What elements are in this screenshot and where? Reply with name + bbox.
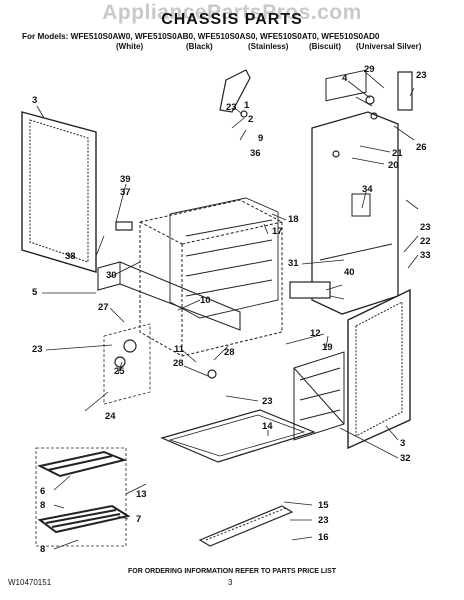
left-side-panel	[21, 111, 97, 273]
callout-8-upper: 8	[40, 500, 46, 511]
callout-36: 36	[250, 148, 261, 159]
callout-side-panel-left: 3	[32, 95, 38, 106]
sub-assembly-outlines	[35, 323, 151, 547]
callout-29: 29	[364, 64, 375, 75]
callout-16: 16	[318, 532, 329, 543]
finish-universal-silver: (Universal Silver)	[356, 42, 422, 51]
callout-side-panel-right: 3	[400, 438, 406, 449]
bake-element	[37, 504, 131, 534]
finish-biscuit: (Biscuit)	[309, 42, 341, 51]
callout-20: 20	[388, 160, 399, 171]
insulation-panel	[293, 351, 345, 441]
callout-1: 1	[244, 100, 250, 111]
callout-18: 18	[288, 214, 299, 225]
callout-26: 26	[416, 142, 427, 153]
bottom-pan	[160, 409, 316, 463]
callout-31: 31	[288, 258, 299, 269]
callout-11: 11	[174, 344, 185, 355]
oven-liner	[169, 197, 279, 319]
callout-23-left: 23	[32, 344, 43, 355]
callout-21: 21	[392, 148, 403, 159]
callout-27: 27	[98, 302, 109, 313]
callout-25: 25	[114, 366, 125, 377]
callout-23-right: 23	[420, 222, 431, 233]
callout-39: 39	[120, 174, 131, 185]
callout-12: 12	[310, 328, 321, 339]
leader-lines	[36, 70, 419, 550]
callout-32: 32	[400, 453, 411, 464]
rear-panel	[311, 69, 399, 315]
oven-cavity	[139, 199, 283, 357]
callout-17: 17	[272, 226, 283, 237]
callout-23-right-top: 23	[416, 70, 427, 81]
callout-13: 13	[136, 489, 147, 500]
ordering-info: FOR ORDERING INFORMATION REFER TO PARTS …	[127, 568, 337, 575]
small-hardware	[114, 69, 413, 379]
callout-8-lower: 8	[40, 544, 46, 555]
finish-stainless: (Stainless)	[248, 42, 289, 51]
callout-6: 6	[40, 486, 46, 497]
callout-4: 4	[342, 73, 348, 84]
callout-10: 10	[200, 295, 211, 306]
page-number: 3	[228, 578, 233, 587]
callout-28-upper: 28	[224, 347, 235, 358]
callout-23-mid: 23	[262, 396, 273, 407]
callout-22: 22	[420, 236, 431, 247]
broil-element	[37, 450, 128, 478]
callout-5: 5	[32, 287, 38, 298]
callout-24: 24	[105, 411, 116, 422]
callout-23-top: 23	[226, 102, 237, 113]
diagram-title: CHASSIS PARTS	[161, 11, 303, 28]
callout-37: 37	[120, 187, 131, 198]
callout-9: 9	[258, 133, 264, 144]
right-side-panel	[347, 288, 411, 450]
watermark: AppliancePartsPros.com	[102, 1, 362, 24]
callout-14: 14	[262, 421, 273, 432]
finish-black: (Black)	[186, 42, 213, 51]
callout-38: 38	[65, 251, 76, 262]
callout-30: 30	[106, 270, 117, 281]
callout-40: 40	[344, 267, 355, 278]
callout-2: 2	[248, 114, 254, 125]
kick-panel-bracket	[198, 505, 294, 547]
callout-28-lower: 28	[173, 358, 184, 369]
front-frame	[97, 261, 241, 331]
callout-33: 33	[420, 250, 431, 261]
callout-7: 7	[136, 514, 142, 525]
model-list: For Models: WFE510S0AW0, WFE510S0AB0, WF…	[22, 32, 380, 41]
finish-white: (White)	[116, 42, 144, 51]
document-number: W10470151	[8, 578, 52, 587]
callout-23-bottom: 23	[318, 515, 329, 526]
callout-15: 15	[318, 500, 329, 511]
callout-34: 34	[362, 184, 373, 195]
callout-19: 19	[322, 342, 333, 353]
